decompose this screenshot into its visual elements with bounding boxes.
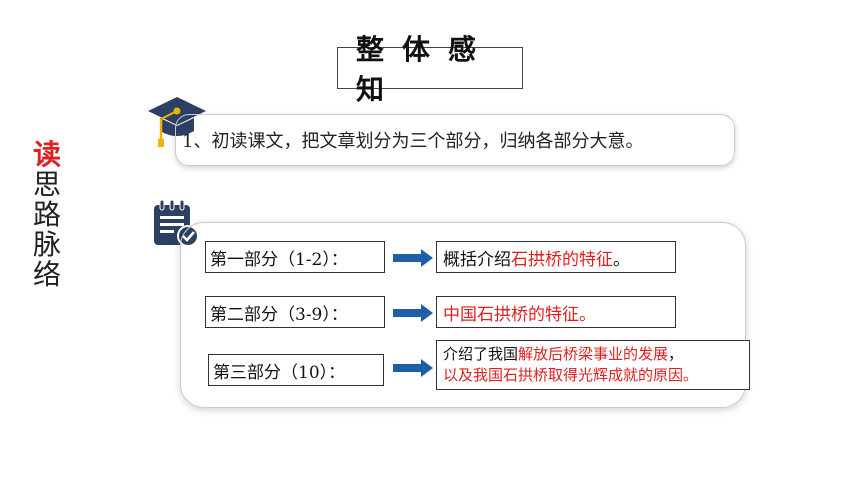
right-arrow-icon bbox=[393, 359, 433, 377]
side-heading-char-1: 读 bbox=[32, 138, 61, 171]
instruction-box: 1、初读课文，把文章划分为三个部分，归纳各部分大意。 bbox=[175, 114, 735, 166]
part-2-desc-red: 中国石拱桥的特征。 bbox=[443, 304, 596, 325]
part-1-desc-red: 石拱桥的特征 bbox=[511, 249, 613, 270]
side-heading: 读 思 路 脉 络 bbox=[30, 140, 64, 290]
part-3-desc-line1-plain: 介绍了我国 bbox=[443, 345, 519, 363]
side-heading-char-5: 络 bbox=[32, 258, 61, 291]
part-2-label: 第二部分（3-9）： bbox=[205, 296, 385, 328]
part-1-desc-end: 。 bbox=[613, 249, 630, 270]
side-heading-char-4: 脉 bbox=[32, 228, 61, 261]
side-heading-char-3: 路 bbox=[32, 198, 61, 231]
part-3-desc-line1-red: 解放后桥梁事业的发展 bbox=[518, 345, 669, 363]
part-3-description: 介绍了我国解放后桥梁事业的发展， 以及我国石拱桥取得光辉成就的原因。 bbox=[436, 340, 750, 390]
part-3-desc-line-1: 介绍了我国解放后桥梁事业的发展， bbox=[443, 344, 683, 365]
instruction-text: 1、初读课文，把文章划分为三个部分，归纳各部分大意。 bbox=[182, 131, 644, 152]
part-3-label: 第三部分（10）： bbox=[208, 354, 384, 386]
page-title: 整体感知 bbox=[337, 33, 523, 106]
part-3-desc-line-2: 以及我国石拱桥取得光辉成就的原因。 bbox=[443, 366, 699, 384]
part-1-desc-plain: 概括介绍 bbox=[443, 249, 511, 270]
part-1-label: 第一部分（1-2）： bbox=[205, 241, 385, 273]
part-1-description: 概括介绍石拱桥的特征。 bbox=[436, 241, 676, 273]
side-heading-char-2: 思 bbox=[32, 168, 61, 201]
parts-panel bbox=[180, 222, 746, 408]
part-3-desc-line1-end: ， bbox=[668, 345, 684, 363]
right-arrow-icon bbox=[393, 249, 433, 267]
part-2-description: 中国石拱桥的特征。 bbox=[436, 296, 676, 328]
right-arrow-icon bbox=[393, 304, 433, 322]
